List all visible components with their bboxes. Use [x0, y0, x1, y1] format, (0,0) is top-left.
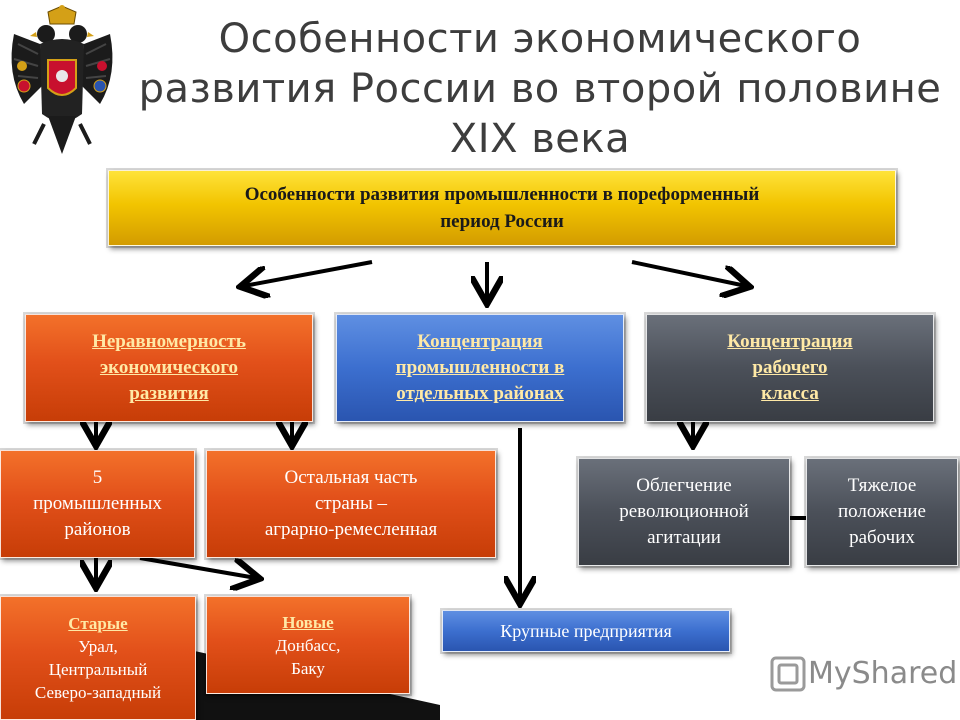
hard-line-2: положение: [837, 501, 926, 522]
revolutionary-agitation-box: Облегчение революционной агитации: [578, 458, 790, 566]
coat-of-arms-emblem: [11, 5, 113, 154]
new-line-1: Донбасс,: [275, 635, 341, 655]
hard-line-1: Тяжелое: [847, 475, 917, 496]
arrow-to-uneven: [244, 260, 373, 286]
large-line-1: Крупные предприятия: [500, 621, 672, 641]
uneven-development-box: Неравномерность экономического развития: [25, 314, 313, 422]
rest-line-2: страны –: [314, 493, 388, 514]
industry-line-2[interactable]: промышленности в: [395, 357, 565, 378]
hard-line-3: рабочих: [849, 527, 915, 548]
workers-concentration-box: Концентрация рабочего класса: [646, 314, 934, 422]
old-regions-box: Старые Урал, Центральный Северо-западный: [0, 596, 196, 720]
five-line-1: 5: [92, 467, 103, 488]
title-line-3: XIX века: [449, 116, 631, 162]
top-topic-box: Особенности развития промышленности в по…: [108, 170, 896, 246]
arrow-to-workers: [631, 260, 746, 286]
old-line-1: Урал,: [78, 637, 118, 656]
new-title[interactable]: Новые: [282, 612, 334, 632]
revol-line-2: революционной: [619, 501, 749, 522]
rest-line-1: Остальная часть: [284, 467, 418, 488]
title-line-2: развития России во второй половине: [138, 66, 942, 112]
rest-of-country-box: Остальная часть страны – аграрно-ремесле…: [206, 450, 496, 558]
workers-line-2[interactable]: рабочего: [752, 357, 828, 378]
top-box-line-1: Особенности развития промышленности в по…: [244, 184, 760, 205]
five-line-3: районов: [64, 519, 131, 540]
old-title[interactable]: Старые: [68, 614, 128, 633]
arrow-five-to-new: [139, 556, 256, 578]
industry-line-3[interactable]: отдельных районах: [396, 383, 564, 404]
new-regions-box: Новые Донбасс, Баку: [206, 596, 410, 694]
hard-conditions-box: Тяжелое положение рабочих: [806, 458, 958, 566]
myshared-logo: MyShared: [808, 656, 958, 691]
page-title: Особенности экономического развития Росс…: [130, 14, 950, 164]
workers-line-3[interactable]: класса: [761, 383, 819, 404]
revol-line-1: Облегчение: [636, 475, 732, 496]
large-enterprises-box: Крупные предприятия: [442, 610, 730, 652]
old-line-3: Северо-западный: [34, 683, 162, 702]
myshared-logo-icon: [770, 656, 806, 692]
industry-line-1[interactable]: Концентрация: [417, 331, 543, 352]
industry-concentration-box: Концентрация промышленности в отдельных …: [336, 314, 624, 422]
revol-line-3: агитации: [647, 527, 721, 548]
title-line-1: Особенности экономического: [218, 16, 862, 62]
new-line-2: Баку: [291, 658, 325, 678]
uneven-line-3[interactable]: развития: [129, 383, 209, 404]
five-line-2: промышленных: [33, 493, 162, 514]
uneven-line-2[interactable]: экономического: [99, 357, 239, 378]
five-regions-box: 5 промышленных районов: [0, 450, 195, 558]
top-box-line-2: период России: [440, 211, 564, 232]
workers-line-1[interactable]: Концентрация: [727, 331, 853, 352]
uneven-line-1[interactable]: Неравномерность: [92, 331, 246, 352]
rest-line-3: аграрно-ремесленная: [264, 519, 438, 540]
old-line-2: Центральный: [48, 660, 148, 679]
